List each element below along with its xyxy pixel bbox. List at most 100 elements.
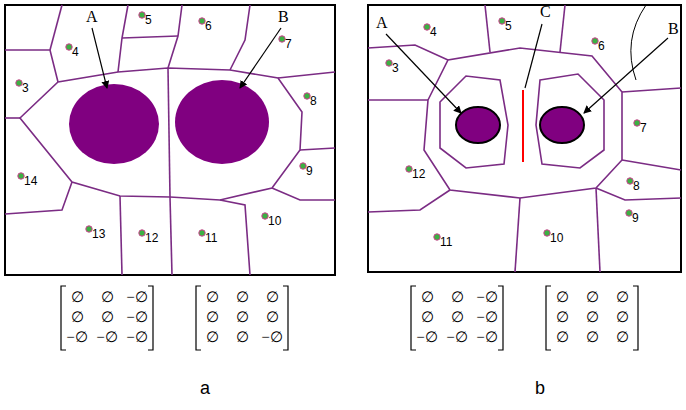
callout-letter: C xyxy=(540,3,551,21)
cell-number: 10 xyxy=(550,232,563,246)
cell-number: 5 xyxy=(145,14,152,28)
cell-marker xyxy=(626,210,632,216)
matrix-entry: ∅ xyxy=(266,289,279,306)
matrix-entry: ∅ xyxy=(616,289,629,306)
cell-number: 12 xyxy=(412,168,425,182)
cell-number: 7 xyxy=(285,38,292,52)
cell-number: 6 xyxy=(598,40,605,54)
cell-marker xyxy=(627,178,633,184)
leader-arrow xyxy=(92,28,107,88)
matrix-entry: ∅ xyxy=(556,309,569,326)
cell-marker xyxy=(499,18,505,24)
matrix-entry: ∅ xyxy=(206,309,219,326)
cell-number: 6 xyxy=(205,20,212,34)
matrix-entry: −∅ xyxy=(476,289,497,306)
cell-number: 10 xyxy=(268,215,281,229)
daughter-cell xyxy=(536,74,604,168)
cell-plate xyxy=(522,90,524,162)
cell-number: 3 xyxy=(22,82,29,96)
cell-marker xyxy=(18,173,24,179)
leader-arrow xyxy=(584,38,668,113)
panel-frame xyxy=(368,5,681,272)
cell-marker xyxy=(406,166,412,172)
matrix-entry: ∅ xyxy=(236,309,249,326)
matrix-entry: −∅ xyxy=(126,329,147,346)
cell-marker xyxy=(300,163,306,169)
matrix-entry: ∅ xyxy=(451,289,464,306)
matrix-entry: ∅ xyxy=(421,309,434,326)
matrix-entry: −∅ xyxy=(96,329,117,346)
matrix-entry: ∅ xyxy=(451,309,464,326)
cell-number: 12 xyxy=(145,232,158,246)
nucleus xyxy=(69,84,159,164)
leader-arrow xyxy=(240,28,281,88)
cell-number: 9 xyxy=(632,212,639,226)
cell-number: 13 xyxy=(92,228,105,242)
matrix-entry: −∅ xyxy=(261,329,282,346)
cell-number: 8 xyxy=(633,180,640,194)
cell-marker xyxy=(544,230,550,236)
leader-arrow xyxy=(386,34,461,113)
panel-frame xyxy=(5,5,335,275)
cell-marker xyxy=(199,18,205,24)
leader-line xyxy=(525,24,542,88)
daughter-cell xyxy=(440,76,508,168)
matrix-entry: ∅ xyxy=(206,289,219,306)
callout-letter: A xyxy=(86,8,98,26)
cell-marker xyxy=(86,226,92,232)
cell-marker xyxy=(304,93,310,99)
cell-number: 9 xyxy=(306,165,313,179)
matrix-entry: ∅ xyxy=(586,329,599,346)
matrix-entry: ∅ xyxy=(101,289,114,306)
cell-marker xyxy=(199,230,205,236)
cell-number: 5 xyxy=(505,20,512,34)
panel-label: a xyxy=(200,378,210,399)
matrix-entry: −∅ xyxy=(66,329,87,346)
matrix-entry: ∅ xyxy=(586,309,599,326)
cell-number: 4 xyxy=(72,46,79,60)
matrix-entry: −∅ xyxy=(476,309,497,326)
cell-walls xyxy=(5,5,335,275)
matrix-entry: ∅ xyxy=(101,309,114,326)
cell-marker xyxy=(262,213,268,219)
matrix-entry: ∅ xyxy=(421,289,434,306)
nucleus xyxy=(540,107,584,143)
matrix-entry: ∅ xyxy=(586,289,599,306)
cell-number: 7 xyxy=(640,122,647,136)
matrix-entry: −∅ xyxy=(446,329,467,346)
matrix-entry: −∅ xyxy=(126,289,147,306)
matrix-entry: ∅ xyxy=(71,289,84,306)
nucleus xyxy=(456,107,500,143)
cell-number: 4 xyxy=(430,26,437,40)
matrix-entry: ∅ xyxy=(266,309,279,326)
cell-number: 11 xyxy=(440,236,452,250)
matrix-entry: ∅ xyxy=(616,329,629,346)
nucleus xyxy=(175,80,269,164)
cell-walls xyxy=(368,5,681,272)
cell-marker xyxy=(279,36,285,42)
matrix-entry: ∅ xyxy=(206,329,219,346)
cell-marker xyxy=(592,38,598,44)
cell-number: 14 xyxy=(24,175,37,189)
cell-marker xyxy=(424,24,430,30)
matrix-entry: ∅ xyxy=(236,289,249,306)
callout-letter: B xyxy=(278,8,289,26)
cell-marker xyxy=(66,44,72,50)
matrix-entry: −∅ xyxy=(126,309,147,326)
matrix-entry: ∅ xyxy=(556,329,569,346)
matrix-entry: −∅ xyxy=(416,329,437,346)
panel-label: b xyxy=(535,378,545,399)
cell-number: 8 xyxy=(310,95,317,109)
cell-marker xyxy=(139,12,145,18)
cell-number: 11 xyxy=(205,232,217,246)
matrix-entry: ∅ xyxy=(236,329,249,346)
callout-letter: B xyxy=(668,20,679,38)
cell-number: 3 xyxy=(392,62,399,76)
matrix-entry: ∅ xyxy=(556,289,569,306)
matrix-entry: ∅ xyxy=(71,309,84,326)
matrix-bracket xyxy=(61,286,638,350)
matrix-entry: ∅ xyxy=(616,309,629,326)
matrix-entry: −∅ xyxy=(476,329,497,346)
